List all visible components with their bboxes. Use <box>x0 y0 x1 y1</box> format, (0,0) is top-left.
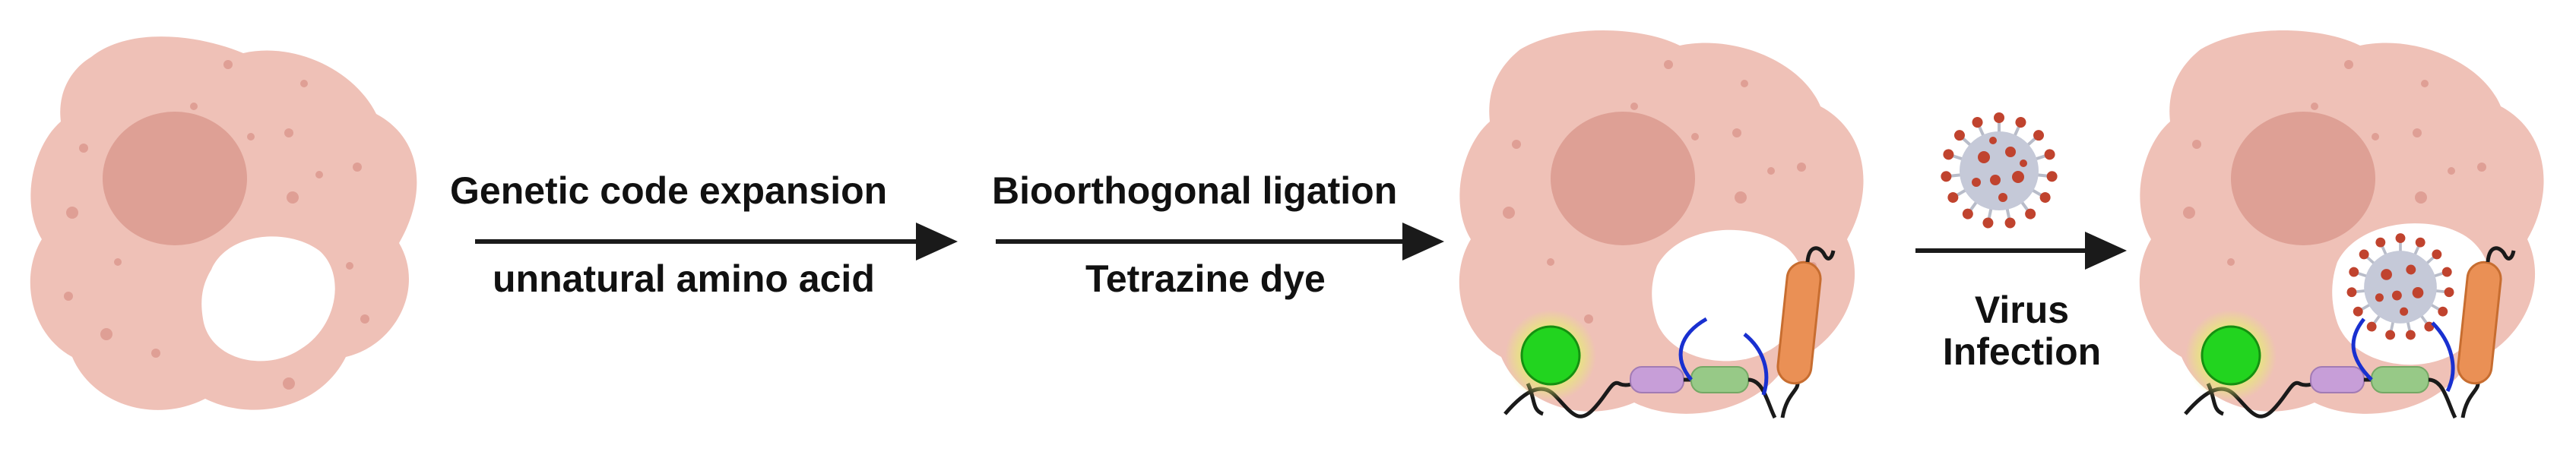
arrow-right-icon <box>2085 232 2127 270</box>
nucleus <box>1551 112 1695 245</box>
cytoplasm-dots <box>2183 60 2486 266</box>
transmembrane-helix <box>2457 260 2502 385</box>
step2-top-label: Bioorthogonal ligation <box>992 169 1398 212</box>
fluorescent-dye-icon <box>2201 325 2261 386</box>
nucleus <box>2231 112 2375 245</box>
cytoplasm-dots <box>64 60 369 390</box>
arrow-1 <box>475 223 958 260</box>
transmembrane-helix <box>1776 260 1822 385</box>
membrane-protein-icon <box>1503 246 1836 419</box>
domain-purple <box>1630 366 1684 393</box>
linker-blue <box>2431 321 2455 393</box>
linker-blue <box>1743 333 1769 396</box>
fluorescent-dye-icon <box>1520 325 1581 386</box>
cytoplasm-dots <box>1503 60 1817 324</box>
virus-icon <box>1938 111 2060 231</box>
step1-top-label: Genetic code expansion <box>450 169 888 212</box>
linker-blue <box>2351 317 2373 381</box>
arrow-3 <box>1915 232 2127 270</box>
arrow-2 <box>996 223 1444 260</box>
domain-green <box>2371 366 2429 393</box>
cell-2 <box>1459 30 1864 419</box>
arrow-right-icon <box>1402 223 1444 260</box>
nucleus <box>103 112 247 245</box>
step1-bottom-label: unnatural amino acid <box>493 257 875 300</box>
domain-purple <box>2310 366 2365 393</box>
membrane-protein-icon <box>2184 246 2516 419</box>
vacuole <box>1652 229 1805 362</box>
step3-label-line1: Virus <box>1974 289 2070 331</box>
cell-3 <box>2139 30 2544 419</box>
arrow-right-icon <box>916 223 958 260</box>
step3-label-line2: Infection <box>1942 330 2102 373</box>
domain-green <box>1690 366 1749 393</box>
vacuole <box>201 236 335 362</box>
cell-1 <box>30 36 417 410</box>
step2-bottom-label: Tetrazine dye <box>1085 257 1326 300</box>
virus-icon <box>2345 232 2456 343</box>
linker-blue <box>1678 317 1708 381</box>
